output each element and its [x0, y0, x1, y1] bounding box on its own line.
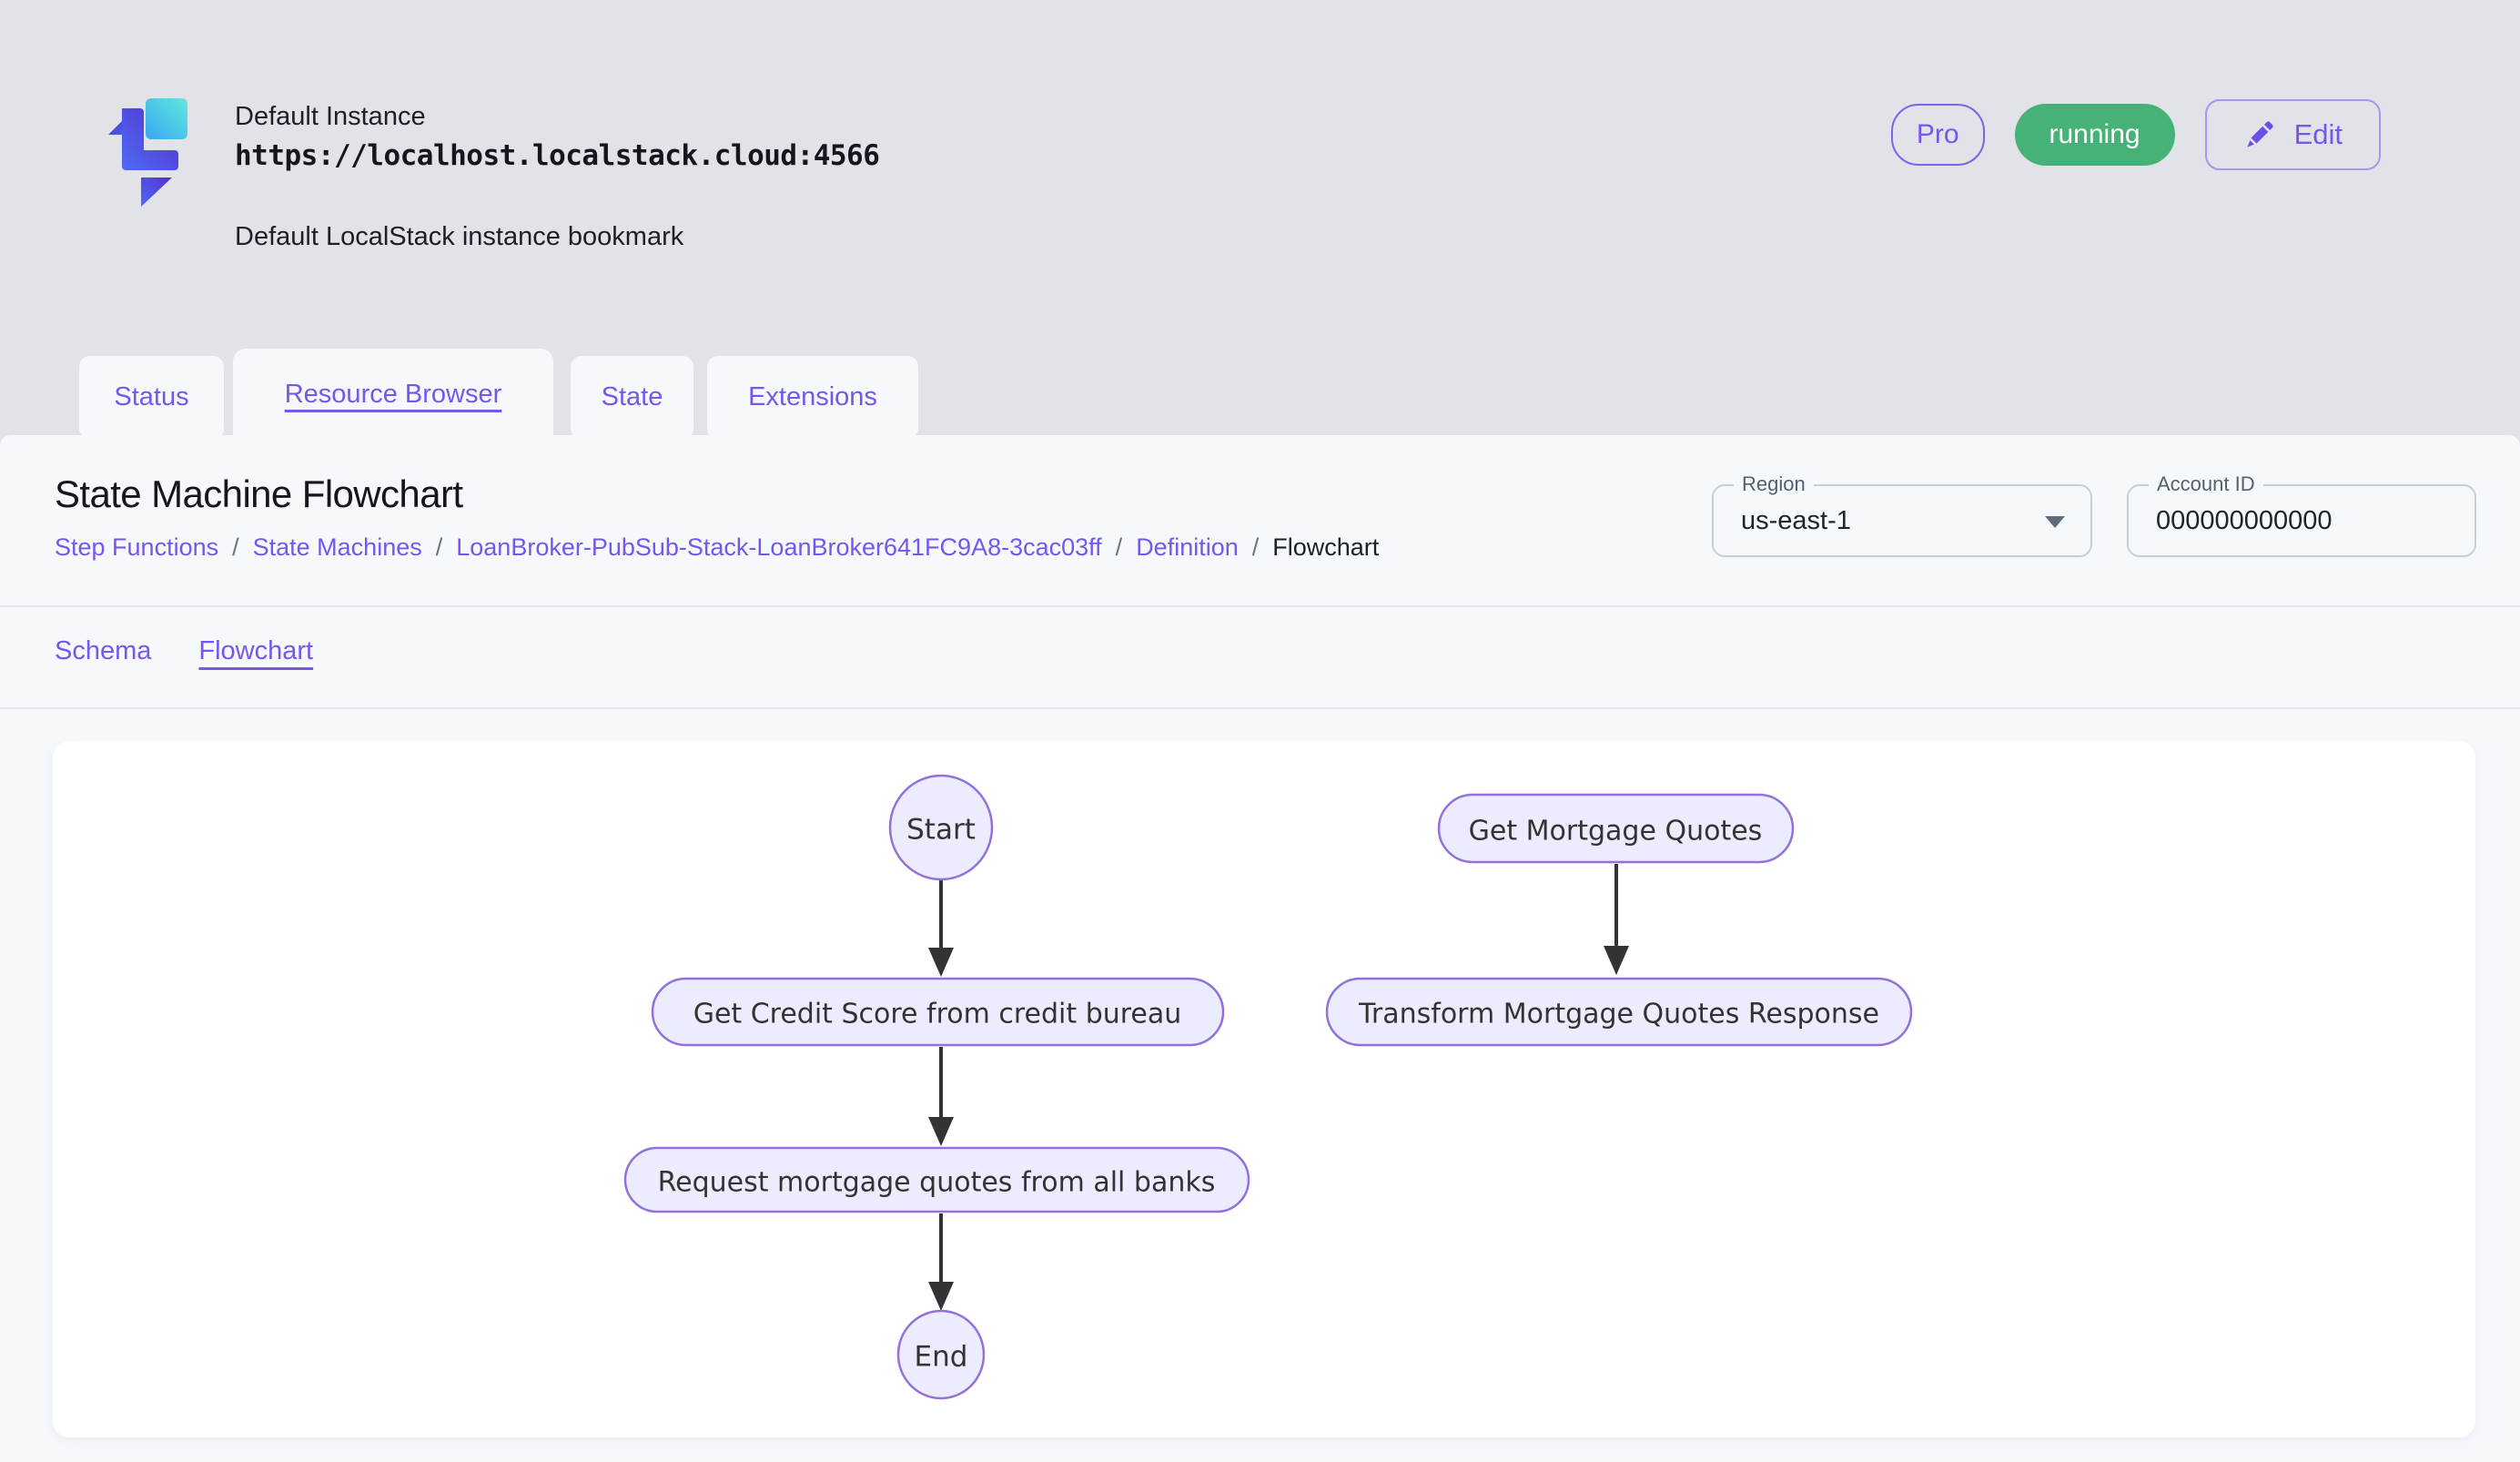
- tab-resource-browser-label: Resource Browser: [284, 379, 502, 409]
- edit-button[interactable]: Edit: [2204, 99, 2381, 170]
- region-select-value: us-east-1: [1741, 505, 1851, 535]
- subtab-schema[interactable]: Schema: [55, 636, 152, 665]
- tab-status-label: Status: [114, 381, 189, 411]
- svg-text:Transform Mortgage Quotes Resp: Transform Mortgage Quotes Response: [1358, 999, 1879, 1031]
- svg-text:Get Credit Score from credit b: Get Credit Score from credit bureau: [693, 999, 1182, 1031]
- edit-button-label: Edit: [2293, 118, 2343, 150]
- instance-name: Default Instance: [235, 102, 426, 131]
- tab-extensions-label: Extensions: [748, 381, 877, 411]
- breadcrumb-separator: /: [232, 533, 239, 561]
- edge-start-to-credit: [928, 879, 954, 977]
- flow-node-get-mortgage-quotes: Get Mortgage Quotes: [1437, 793, 1795, 864]
- tab-extensions[interactable]: Extensions: [707, 356, 918, 438]
- chevron-down-icon: [2045, 516, 2065, 528]
- breadcrumb-state-machines[interactable]: State Machines: [252, 533, 422, 561]
- flow-node-get-credit-score: Get Credit Score from credit bureau: [651, 977, 1225, 1047]
- svg-text:Request mortgage quotes from a: Request mortgage quotes from all banks: [658, 1167, 1216, 1199]
- flow-node-request-quotes: Request mortgage quotes from all banks: [623, 1146, 1250, 1213]
- divider: [0, 707, 2520, 709]
- svg-text:End: End: [915, 1341, 968, 1374]
- resource-browser-panel: State Machine Flowchart Step Functions /…: [0, 435, 2520, 1462]
- definition-subtabs: Schema Flowchart: [55, 636, 313, 666]
- flow-node-end: End: [896, 1309, 986, 1400]
- flow-node-transform-response: Transform Mortgage Quotes Response: [1325, 977, 1913, 1047]
- localstack-logo: [108, 98, 187, 207]
- breadcrumb-separator: /: [435, 533, 443, 561]
- breadcrumb: Step Functions / State Machines / LoanBr…: [55, 533, 1379, 562]
- edge-quotes-to-transform: [1604, 864, 1629, 975]
- account-id-input[interactable]: [2156, 486, 2440, 555]
- breadcrumb-separator: /: [1115, 533, 1123, 561]
- tab-status[interactable]: Status: [79, 356, 224, 438]
- flow-node-start: Start: [888, 774, 994, 881]
- header-actions: Pro running Edit: [1890, 98, 2381, 171]
- tab-resource-browser[interactable]: Resource Browser: [233, 349, 553, 440]
- pro-badge: Pro: [1890, 104, 1985, 166]
- edge-credit-to-request: [928, 1047, 954, 1146]
- breadcrumb-state-machine-id[interactable]: LoanBroker-PubSub-Stack-LoanBroker641FC9…: [456, 533, 1102, 561]
- instance-url: https://localhost.localstack.cloud:4566: [235, 139, 880, 172]
- pencil-icon: [2247, 121, 2273, 147]
- account-id-field: Account ID: [2127, 472, 2476, 557]
- svg-text:Get Mortgage Quotes: Get Mortgage Quotes: [1469, 816, 1763, 848]
- state-machine-flowchart: Start Get Credit Score from credit burea…: [623, 774, 1913, 1400]
- instance-description: Default LocalStack instance bookmark: [235, 222, 684, 251]
- flowchart-card: Start Get Credit Score from credit burea…: [53, 741, 2475, 1437]
- page-title: State Machine Flowchart: [55, 472, 463, 515]
- status-badge: running: [2014, 104, 2175, 166]
- region-select[interactable]: Region us-east-1: [1712, 472, 2092, 557]
- tab-state-label: State: [601, 381, 663, 411]
- subtab-flowchart[interactable]: Flowchart: [198, 636, 314, 665]
- tab-state[interactable]: State: [571, 356, 693, 438]
- svg-text:Start: Start: [906, 814, 976, 847]
- breadcrumb-step-functions[interactable]: Step Functions: [55, 533, 219, 561]
- region-select-label: Region: [1734, 472, 1814, 496]
- breadcrumb-definition[interactable]: Definition: [1136, 533, 1239, 561]
- breadcrumb-separator: /: [1251, 533, 1260, 561]
- breadcrumb-current: Flowchart: [1272, 533, 1380, 561]
- divider: [0, 605, 2520, 607]
- edge-request-to-end: [928, 1213, 954, 1311]
